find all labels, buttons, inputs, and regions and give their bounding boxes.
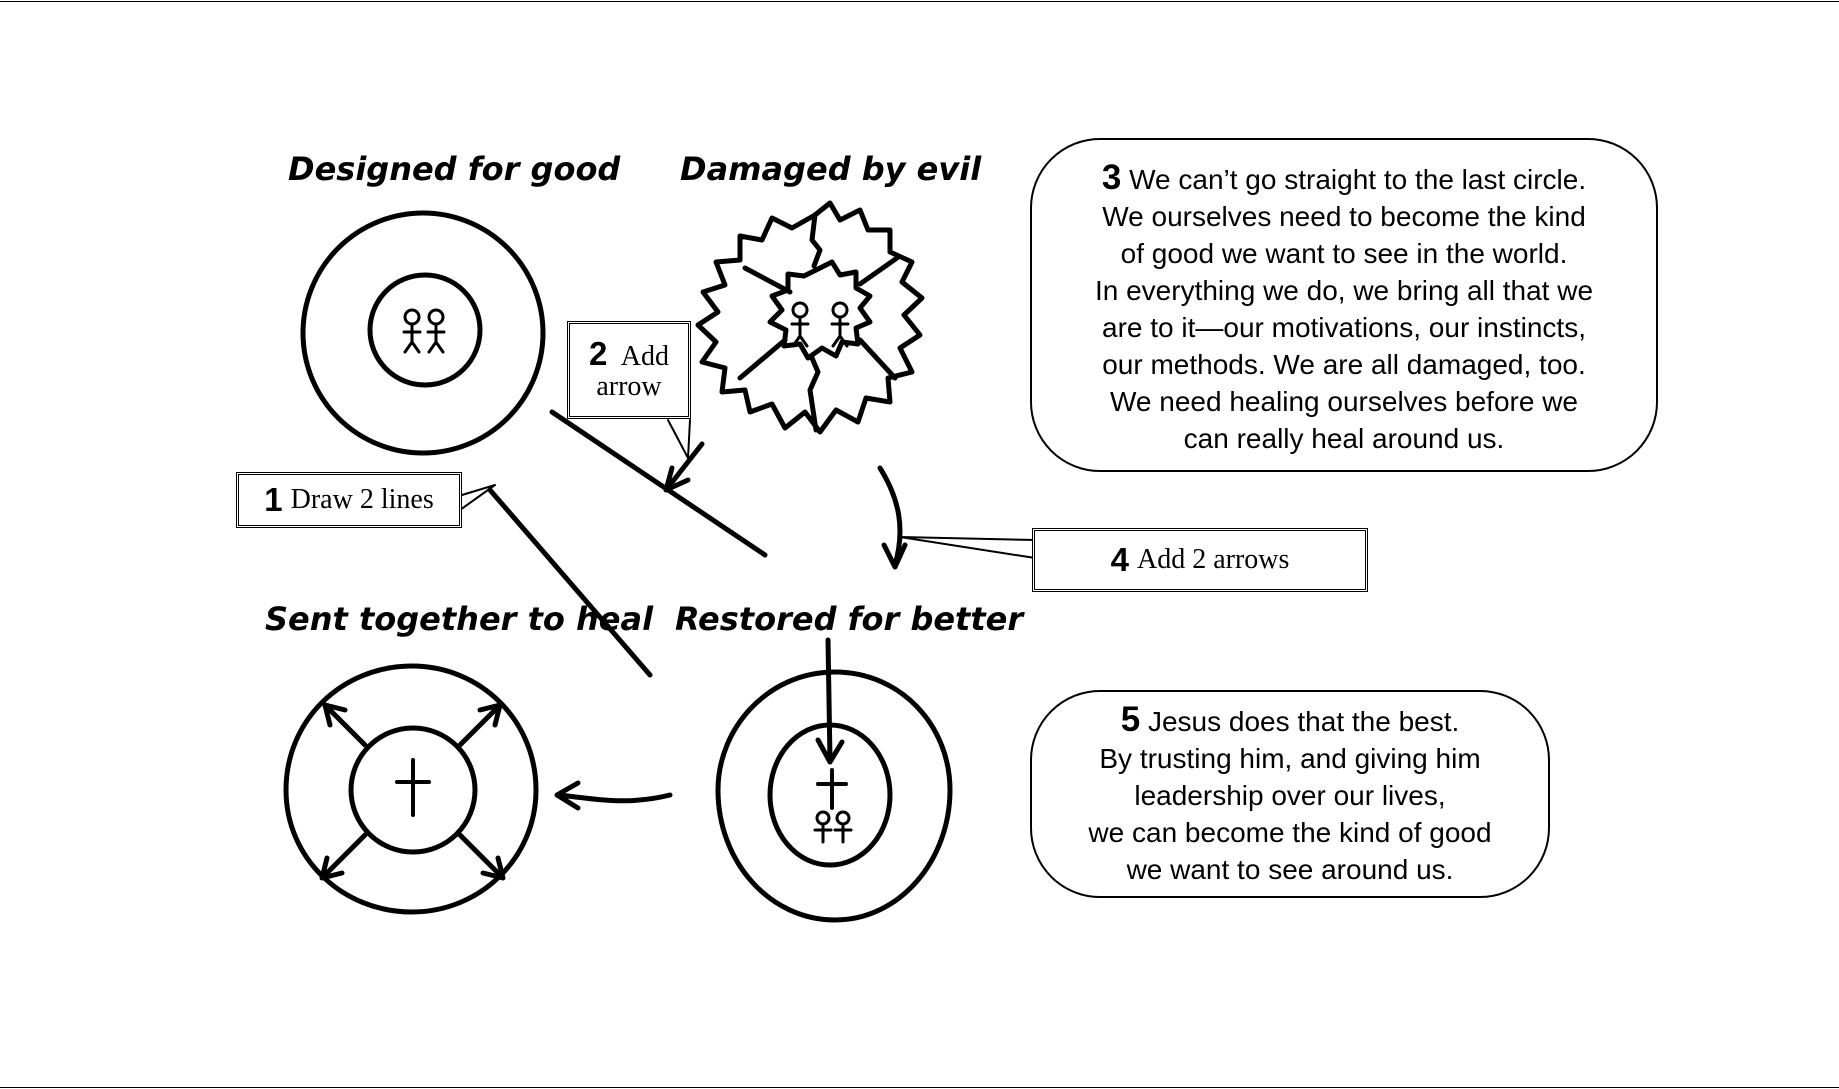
two-people-icon — [402, 308, 446, 354]
step2-text-line1: Add — [620, 340, 670, 372]
two-people-icon — [813, 810, 853, 844]
curved-arrow-left — [554, 780, 673, 811]
damaged-circle — [695, 200, 925, 435]
stage-label-restored: Restored for better — [675, 600, 1025, 638]
step5-bubble: 5 Jesus does that the best. By trusting … — [1030, 690, 1550, 898]
designed-inner-ring — [367, 272, 483, 388]
step5-line-1: Jesus does that the best. — [1147, 706, 1460, 737]
restored-circle — [715, 637, 953, 923]
two-people-icon — [790, 301, 850, 348]
arrow-icon — [815, 637, 845, 765]
cross-icon — [395, 758, 431, 817]
sent-inner-ring — [348, 725, 478, 855]
step1-number: 1 — [264, 481, 283, 518]
step2-callout: 2 Add arrow — [567, 321, 691, 419]
curved-arrow-down — [877, 465, 908, 570]
step3-number: 3 — [1101, 158, 1122, 197]
step5-number: 5 — [1120, 700, 1141, 739]
stage-label-damaged: Damaged by evil — [680, 150, 982, 188]
step3-line-6: our methods. We are all damaged, too. — [1102, 349, 1586, 380]
step3-bubble: 3 We can’t go straight to the last circl… — [1030, 138, 1658, 472]
step4-text: Add 2 arrows — [1136, 544, 1290, 575]
step4-number: 4 — [1110, 541, 1129, 578]
stage-label-designed: Designed for good — [288, 150, 621, 188]
damaged-spokes — [737, 212, 900, 433]
bottom-rule — [0, 1087, 1839, 1088]
step5-line-4: we can become the kind of good — [1088, 817, 1492, 848]
step2-pointer — [667, 419, 691, 459]
top-rule — [0, 1, 1839, 2]
step3-line-3: of good we want to see in the world. — [1120, 238, 1568, 269]
designed-outer-ring — [300, 210, 546, 456]
step2-arrow — [663, 441, 705, 493]
step5-line-5: we want to see around us. — [1126, 854, 1454, 885]
step3-line-5: are to it—our motivations, our instincts… — [1102, 312, 1586, 343]
step3-line-2: We ourselves need to become the kind — [1102, 201, 1586, 232]
step4-pointer — [899, 536, 1036, 559]
step3-line-1: We can’t go straight to the last circle. — [1129, 164, 1587, 195]
step2-text-line2: arrow — [596, 370, 662, 402]
sent-arrows — [319, 702, 506, 881]
step5-line-3: leadership over our lives, — [1134, 780, 1446, 811]
stage-label-sent: Sent together to heal — [265, 600, 654, 638]
step1-callout: 1 Draw 2 lines — [236, 472, 462, 528]
step1-text: Draw 2 lines — [290, 484, 434, 515]
sent-circle — [283, 663, 539, 915]
step5-line-2: By trusting him, and giving him — [1099, 743, 1481, 774]
step4-callout: 4 Add 2 arrows — [1032, 528, 1368, 592]
step2-number: 2 — [588, 334, 608, 372]
sent-outer-ring — [283, 663, 539, 915]
step3-line-4: In everything we do, we bring all that w… — [1094, 275, 1594, 306]
damaged-inner-ring — [767, 259, 873, 361]
diagonal-line-1 — [549, 409, 768, 558]
diagonal-line-2 — [487, 487, 653, 678]
step1-pointer — [459, 484, 496, 511]
restored-outer-ring — [715, 669, 953, 923]
step3-line-8: can really heal around us. — [1183, 423, 1505, 454]
cross-icon — [816, 768, 848, 810]
designed-circle — [300, 210, 546, 456]
step3-line-7: We need healing ourselves before we — [1109, 386, 1578, 417]
